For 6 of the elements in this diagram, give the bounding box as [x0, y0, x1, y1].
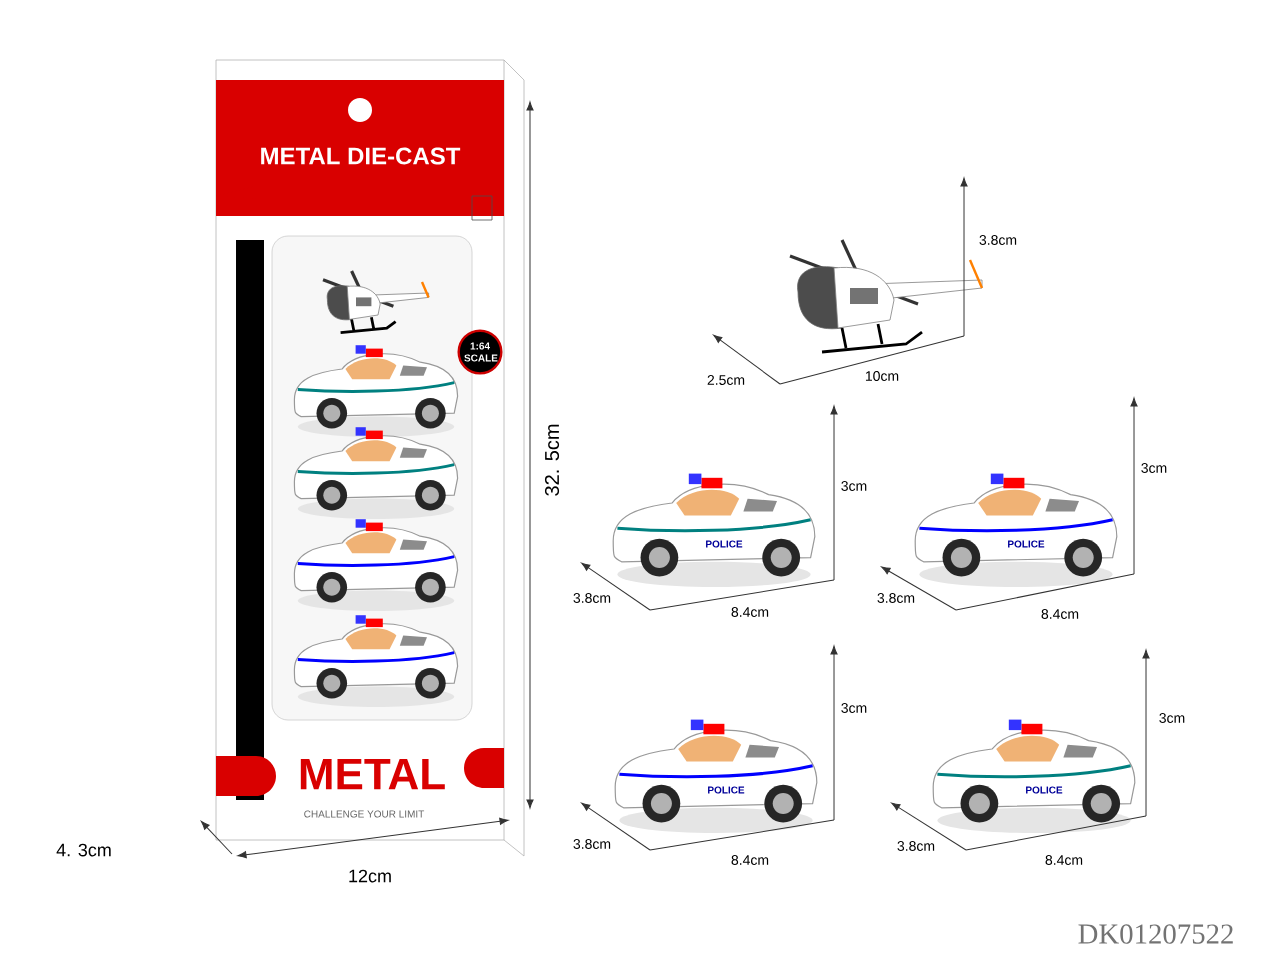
dimension-label: 32. 5cm — [544, 424, 560, 496]
package-title: METAL DIE-CAST — [261, 147, 461, 165]
package-title: METAL — [300, 758, 445, 790]
dimension-label: 12cm — [349, 869, 391, 883]
dimension-label: 4. 3cm — [56, 843, 111, 857]
item-code: DK01207522 — [1078, 924, 1233, 944]
